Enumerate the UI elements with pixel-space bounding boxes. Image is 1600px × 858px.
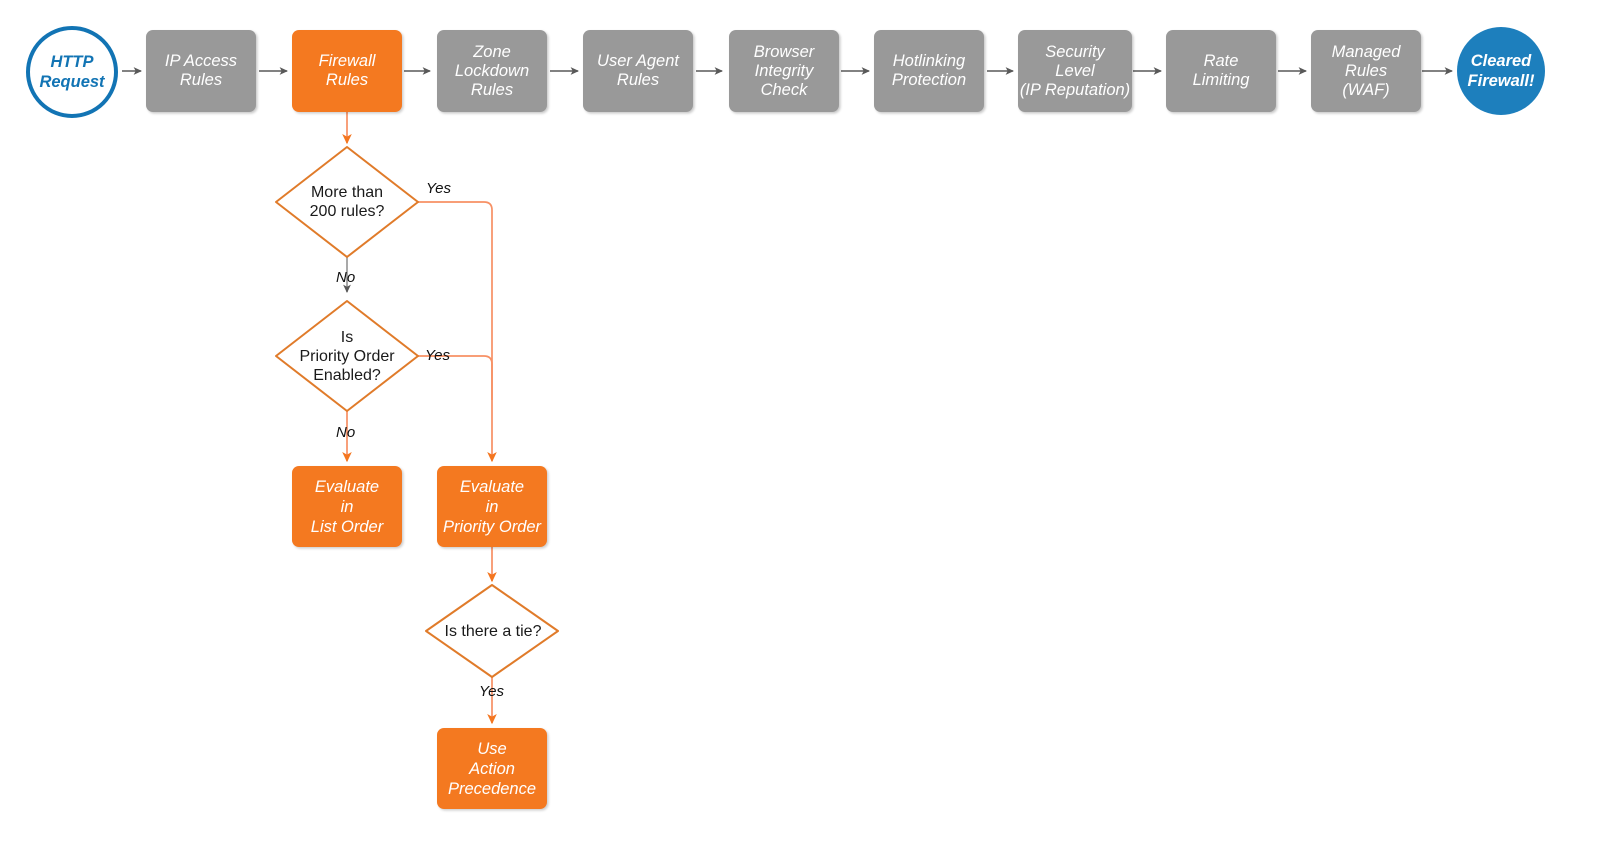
edge-decision1-yes bbox=[418, 201, 497, 463]
edge-label-more-than-200-no: No bbox=[336, 269, 356, 286]
edge-label-tie-yes: Yes bbox=[479, 683, 505, 700]
decision-label-text: Is there a tie? bbox=[444, 622, 542, 640]
edge-label-more-than-200-yes: Yes bbox=[426, 180, 452, 197]
decision-is-there-a-tie[interactable]: Is there a tie? bbox=[427, 616, 559, 646]
edge-label-priority-order-no: No bbox=[336, 424, 356, 441]
edge-label-priority-order-yes: Yes bbox=[425, 347, 451, 364]
